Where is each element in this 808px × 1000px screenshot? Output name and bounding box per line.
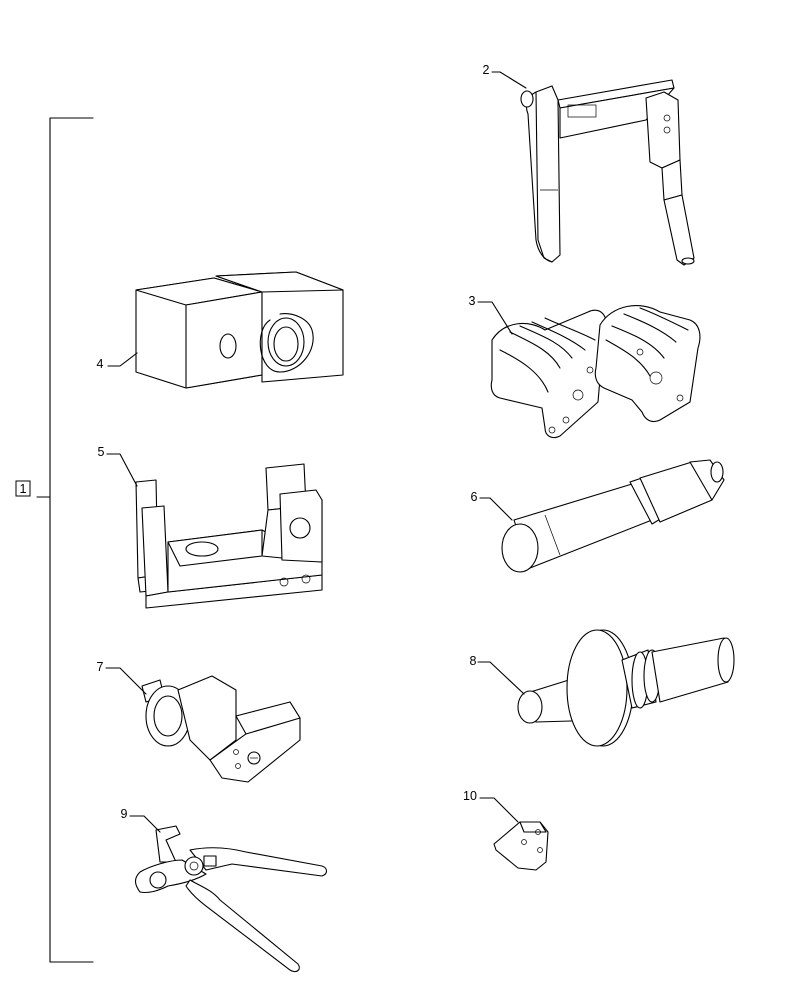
callout-label-8: 8 — [470, 654, 477, 668]
callout-label-5: 5 — [98, 445, 105, 459]
callout-label-1: 1 — [20, 482, 27, 496]
leader-3 — [107, 352, 138, 367]
leader-2 — [491, 71, 527, 89]
kit-bracket: 1 — [15, 117, 94, 963]
leader-4 — [477, 301, 513, 335]
part-5-u-bracket-fixture — [135, 463, 323, 609]
callout-label-6: 6 — [471, 490, 478, 504]
leader-8 — [477, 661, 525, 695]
part-4-grooved-cradles — [490, 305, 701, 439]
part-10-gauge-plate — [493, 821, 549, 871]
leader-7 — [105, 667, 147, 695]
part-2-bracket-tool — [520, 79, 695, 266]
leader-10 — [479, 797, 519, 823]
part-6-cylindrical-driver — [501, 459, 725, 573]
callout-label-3: 4 — [97, 357, 104, 371]
part-3-split-block — [135, 271, 344, 389]
callout-label-4: 3 — [469, 294, 476, 308]
leader-5 — [106, 453, 138, 487]
leader-9 — [129, 815, 161, 833]
part-8-flanged-shaft — [517, 629, 735, 747]
part-7-clamp-fixture — [141, 675, 301, 783]
callout-label-7: 7 — [97, 660, 104, 674]
callout-label-2: 2 — [483, 63, 490, 77]
leader-6 — [479, 497, 513, 521]
callout-label-10: 10 — [463, 789, 477, 803]
callout-label-9: 9 — [121, 807, 128, 821]
part-9-pliers — [134, 825, 328, 973]
